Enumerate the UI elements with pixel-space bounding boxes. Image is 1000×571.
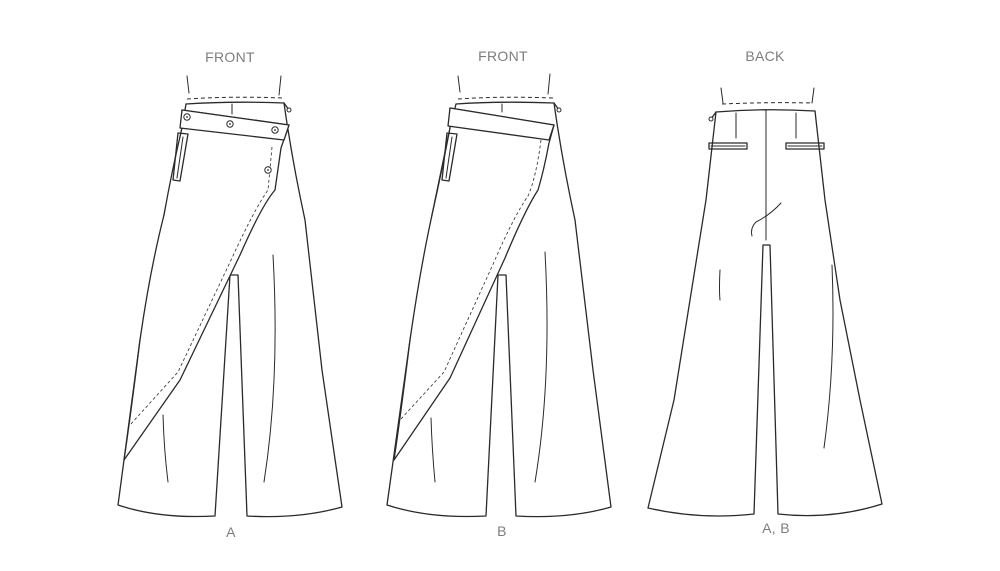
view-back-caption: A, B	[762, 520, 790, 536]
view-b-caption: B	[497, 523, 507, 539]
view-b-front-pants	[386, 73, 612, 518]
view-a-heading: FRONT	[205, 49, 255, 65]
view-a-caption: A	[226, 524, 236, 540]
view-a-front-pants	[117, 75, 343, 518]
view-back-heading: BACK	[745, 48, 785, 64]
view-back-pants	[647, 87, 883, 517]
view-b-heading: FRONT	[478, 48, 528, 64]
